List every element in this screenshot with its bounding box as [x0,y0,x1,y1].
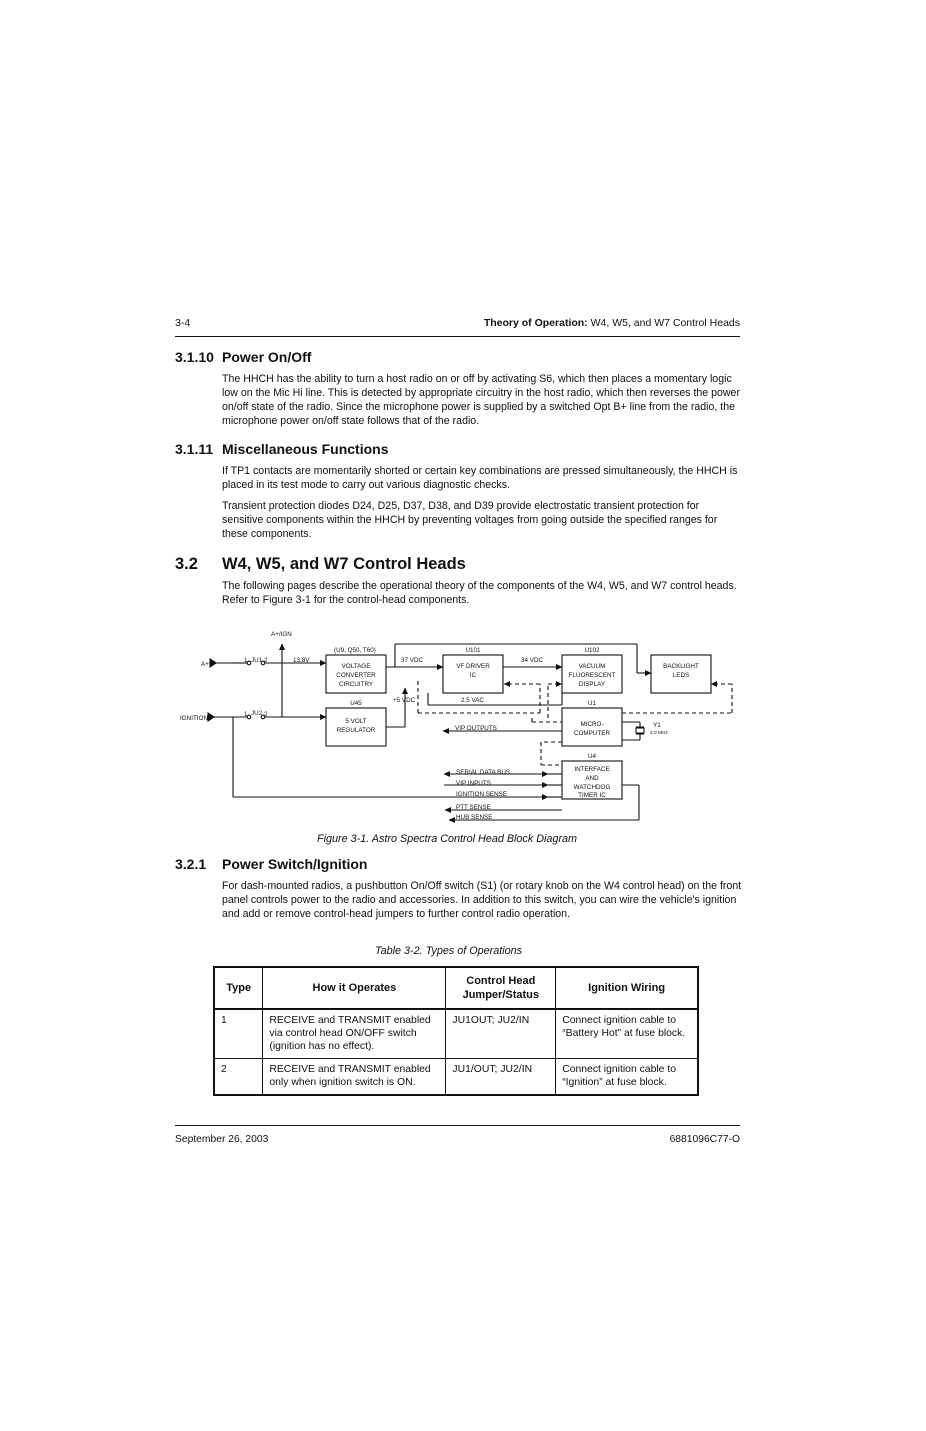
section-heading-3-1-11: 3.1.11 Miscellaneous Functions [175,441,388,457]
label-hub-sense: HUB SENSE [456,814,492,821]
section-number: 3.2.1 [175,856,207,872]
table-cell: Connect ignition cable to “Battery Hot” … [555,1008,699,1059]
section-title: Power Switch/Ignition [222,856,368,872]
label-34vdc: 34 VDC [521,657,544,664]
table-cell: RECEIVE and TRANSMIT enabled only when i… [262,1058,447,1096]
footer-date: September 26, 2003 [175,1134,269,1145]
vf-line2: IC [470,672,477,679]
running-header-bold: Theory of Operation: [483,317,588,329]
label-u102: U102 [584,647,600,654]
label-freq: 4.0 MHz [650,730,668,736]
footer-doc-number: 6881096C77-O [669,1134,740,1145]
table-cell: 1 [213,1008,264,1059]
vc-line1: VOLTAGE [342,663,371,670]
vfd-box [561,654,623,694]
reg-line1: 5 VOLT [345,718,366,725]
operations-table: Type How it Operates Control Head Jumper… [213,966,699,1096]
column-header: Ignition Wiring [555,966,699,1010]
table-cell: 2 [213,1058,264,1096]
label-u45: U45 [350,700,362,707]
mc-line1: MICRO- [580,721,603,728]
paragraph: If TP1 contacts are momentarily shorted … [222,465,738,492]
wd-line1: INTERFACE [574,766,609,773]
label-vip-inputs: VIP INPUTS [456,780,491,787]
figure-caption: Figure 3-1. Astro Spectra Control Head B… [317,833,578,845]
running-header: Theory of Operation: W4, W5, and W7 Cont… [484,317,740,329]
label-u1: U1 [588,700,597,707]
column-header: Control Head Jumper/Status [445,966,557,1010]
table-caption: Table 3-2. Types of Operations [375,945,523,957]
label-13-8v: 13.8V [293,657,310,664]
table-row: 1 RECEIVE and TRANSMIT enabled via contr… [213,1008,699,1059]
header-rule [175,336,740,337]
wd-line3: WATCHDOG [574,784,611,791]
label-u4: U4 [588,753,597,760]
label-pin2: 2 [264,711,268,718]
section-number: 3.1.11 [175,441,214,457]
microcomputer-box [561,707,623,747]
section-heading-3-1-10: 3.1.10 Power On/Off [175,349,311,365]
label-u9-ref: (U9, Q50, T60) [334,647,376,654]
label-y1: Y1 [653,722,661,729]
paragraph: The HHCH has the ability to turn a host … [222,373,740,428]
label-ju2: JU2 [251,710,263,717]
section-title: Power On/Off [222,349,312,365]
section-number: 3.2 [175,555,198,573]
vfd-line3: DISPLAY [579,681,606,688]
label-pin1: 1 [244,711,248,718]
label-ignition: IGNITION [180,715,208,722]
a-plus-arrow [209,657,217,669]
section-heading-3-2-1: 3.2.1 Power Switch/Ignition [175,856,367,872]
table-cell: RECEIVE and TRANSMIT enabled via control… [262,1008,447,1059]
section-title: W4, W5, and W7 Control Heads [222,555,466,573]
paragraph: For dash-mounted radios, a pushbutton On… [222,880,742,921]
block-diagram: A+/IGN A+ IGNITION 1 JU1 2 1 JU2 2 13.8V… [180,631,733,823]
label-u101: U101 [465,647,481,654]
label-ignition-sense: IGNITION SENSE [456,791,507,798]
vc-line2: CONVERTER [336,672,376,679]
label-pin1: 1 [244,657,248,664]
wd-line4: TIMER IC [578,792,606,799]
table-row: 2 RECEIVE and TRANSMIT enabled only when… [213,1058,699,1096]
page-number: 3-4 [175,317,191,329]
table-cell: JU1/OUT; JU2/IN [445,1058,557,1096]
vfd-line1: VACUUM [579,663,606,670]
mc-line2: COMPUTER [574,730,610,737]
label-ju1: JU1 [251,657,263,664]
label-a-ign: A+/IGN [271,631,292,638]
wd-line2: AND [585,775,599,782]
table-header-row: Type How it Operates Control Head Jumper… [213,966,699,1010]
label-serial-bus: SERIAL DATA BUS [456,769,510,776]
running-header-rest: W4, W5, and W7 Control Heads [587,317,740,329]
table-cell: JU1OUT; JU2/IN [445,1008,557,1059]
label-a-plus: A+ [201,661,209,668]
section-number: 3.1.10 [175,349,214,365]
column-header: How it Operates [262,966,447,1010]
voltage-converter-box [325,654,387,694]
vfd-line2: FLUORESCENT [569,672,616,679]
label-vip-outputs: VIP OUTPUTS [455,725,497,732]
bl-line2: LEDS [673,672,689,679]
ignition-arrow [207,711,215,723]
label-2-5vac: 2.5 VAC [461,697,484,704]
section-heading-3-2: 3.2 W4, W5, and W7 Control Heads [175,555,466,574]
reg-line2: REGULATOR [337,727,376,734]
label-ptt-sense: PTT SENSE [456,804,491,811]
vf-line1: VF DRIVER [456,663,490,670]
watchdog-box [561,760,623,800]
label-37vdc: 37 VDC [401,657,424,664]
section-title: Miscellaneous Functions [222,441,389,457]
vf-driver-box [442,654,504,694]
column-header: Type [213,966,264,1010]
label-5vdc: +5 VDC [393,697,416,704]
paragraph: The following pages describe the operati… [222,580,737,607]
bl-line1: BACKLIGHT [663,663,699,670]
label-pin2: 2 [264,657,268,664]
vc-line3: CIRCUITRY [339,681,374,688]
table-cell: Connect ignition cable to “Ignition” at … [555,1058,699,1096]
footer-rule [175,1125,740,1126]
paragraph: Transient protection diodes D24, D25, D3… [222,500,718,541]
